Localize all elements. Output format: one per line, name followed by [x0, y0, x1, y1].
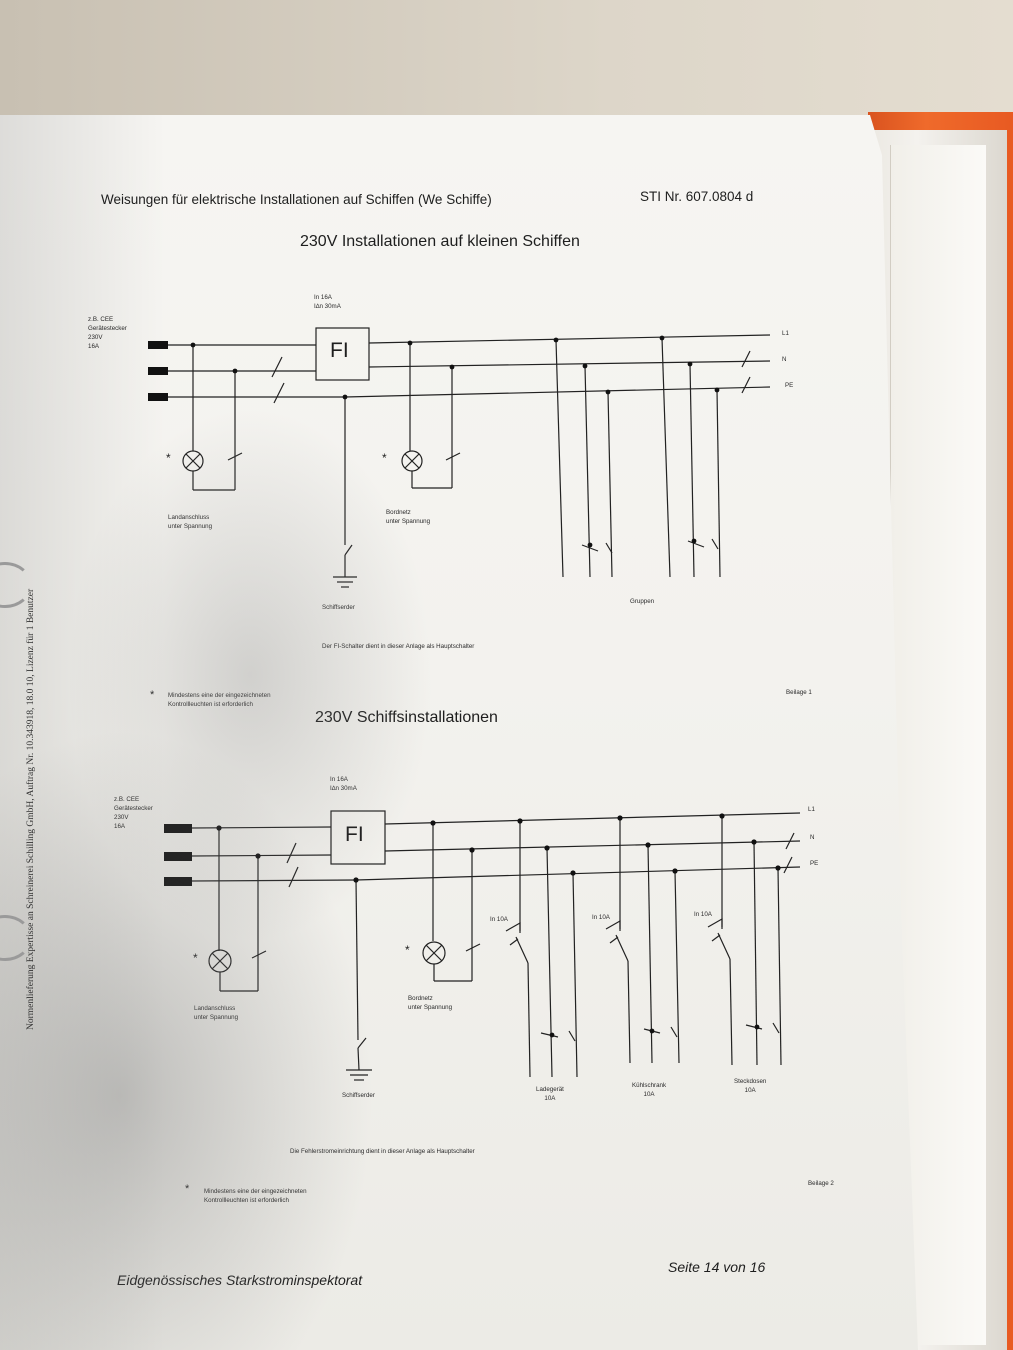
diagram1-star-note: Mindestens eine der eingezeichneten Kont… [168, 692, 271, 708]
fi-spec-label: In 16A I∆n 30mA [314, 294, 341, 310]
breaker-1-label: In 10A [490, 916, 508, 923]
circuit-1-label: Ladegerät 10A [536, 1086, 564, 1102]
plug-pin-l1 [148, 341, 168, 349]
onboard-label: Bordnetz unter Spannung [386, 509, 431, 525]
bus-n-label: N [782, 356, 787, 363]
bus-l1-label: L1 [782, 330, 789, 337]
diagram2-supplement: Beilage 2 [808, 1180, 834, 1187]
onboard-star: * [382, 451, 387, 465]
breaker-circuit-3 [707, 816, 782, 1066]
plug2-pin-l1 [164, 824, 192, 833]
breaker-3-label: In 10A [694, 911, 712, 918]
bus2-pe-label: PE [810, 860, 819, 867]
onboard2-label: Bordnetz unter Spannung [408, 995, 453, 1011]
bus2-l1-label: L1 [808, 806, 815, 813]
document-page: Weisungen für elektrische Installationen… [0, 115, 918, 1350]
footer-page-number: Seite 14 von 16 [668, 1259, 766, 1275]
plug2-pin-pe [164, 877, 192, 886]
diagram1-circuit [148, 327, 771, 588]
diagram1-note: Der FI-Schalter dient in dieser Anlage a… [322, 643, 475, 650]
wiring-diagrams [148, 327, 801, 1081]
circuit-2-label: Kühlschrank 10A [632, 1082, 667, 1098]
shore-label: Landanschluss unter Spannung [168, 514, 213, 530]
bus-pe-label: PE [785, 382, 794, 389]
onboard2-star: * [405, 943, 410, 957]
plug2-pin-n [164, 852, 192, 861]
diagram2-title: 230V Schiffsinstallationen [315, 709, 498, 726]
fi2-switch-box [330, 810, 386, 865]
diagram1-title: 230V Installationen auf kleinen Schiffen [300, 233, 580, 250]
plug2-label: z.B. CEE Gerätestecker 230V 16A [114, 796, 153, 830]
background-top [0, 0, 1013, 130]
license-sidebar-text: Normenlieferung Expertisse an Schreinere… [26, 588, 36, 1030]
plug-pin-pe [148, 393, 168, 401]
earth2-label: Schiffserder [342, 1092, 375, 1099]
document-header-title: Weisungen für elektrische Installationen… [101, 192, 492, 207]
breaker-circuit-2 [605, 818, 680, 1064]
fi-switch-box [315, 327, 370, 381]
diagram1-star-note-star: * [150, 689, 155, 701]
fi2-label: FI [345, 823, 364, 846]
document-number: STI Nr. 607.0804 d [640, 189, 754, 204]
plug-label: z.B. CEE Gerätestecker 230V 16A [88, 316, 127, 350]
shore2-star: * [193, 951, 198, 965]
earth-label: Schiffserder [322, 604, 355, 611]
groups-label: Gruppen [630, 598, 655, 605]
breaker-2-label: In 10A [592, 914, 610, 921]
diagram2-circuit [164, 810, 801, 1081]
diagram2-star-note-star: * [185, 1183, 190, 1195]
breaker-circuit-1 [505, 821, 578, 1078]
diagram2-note: Die Fehlerstromeinrichtung dient in dies… [290, 1148, 475, 1155]
diagram2-star-note: Mindestens eine der eingezeichneten Kont… [204, 1188, 307, 1204]
shore2-label: Landanschluss unter Spannung [194, 1005, 239, 1021]
fi2-spec-label: In 16A I∆n 30mA [330, 776, 357, 792]
shore-star: * [166, 451, 171, 465]
fi-label: FI [330, 339, 349, 362]
diagram1-supplement: Beilage 1 [786, 689, 812, 696]
footer-organization: Eidgenössisches Starkstrominspektorat [117, 1272, 363, 1288]
circuit-3-label: Steckdosen 10A [734, 1078, 767, 1094]
bus2-n-label: N [810, 834, 815, 841]
plug-pin-n [148, 367, 168, 375]
